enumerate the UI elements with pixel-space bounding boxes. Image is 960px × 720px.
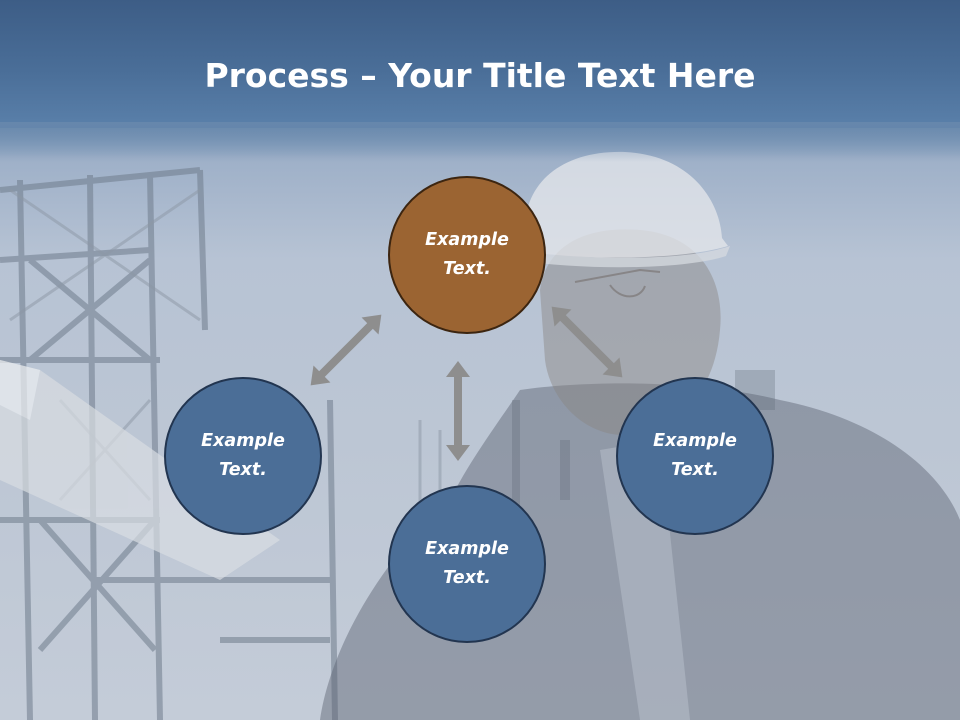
process-node-top: Example Text. <box>388 176 546 334</box>
double-arrow-diagonal-right-icon <box>543 298 631 386</box>
process-node-bottom: Example Text. <box>388 485 546 643</box>
title-rest: – Your Title Text Here <box>348 56 756 95</box>
title-bold: Process <box>204 56 349 95</box>
double-arrow-diagonal-left-icon <box>302 306 390 394</box>
process-node-left: Example Text. <box>164 377 322 535</box>
double-arrow-vertical-icon <box>446 361 470 461</box>
slide-title: Process – Your Title Text Here <box>0 52 960 100</box>
hard-hat <box>510 151 730 268</box>
process-node-right: Example Text. <box>616 377 774 535</box>
header-fade <box>0 122 960 162</box>
header-band <box>0 0 960 128</box>
